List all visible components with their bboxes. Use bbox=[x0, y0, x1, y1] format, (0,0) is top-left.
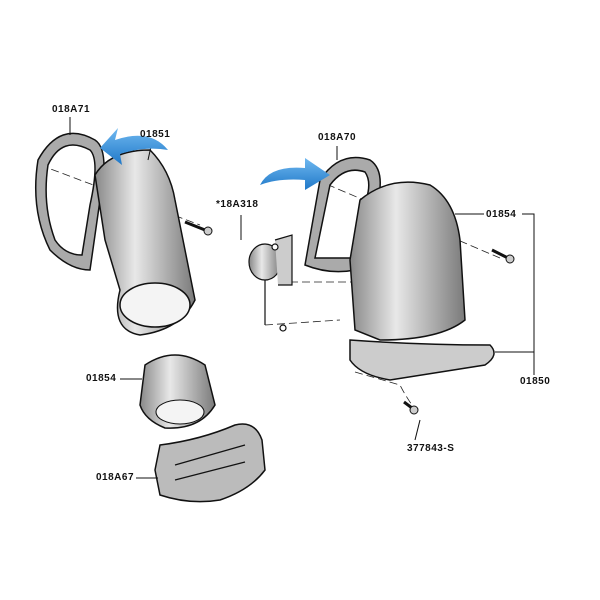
label-018a71: 018A71 bbox=[52, 104, 91, 115]
label-01851: 01851 bbox=[140, 129, 171, 140]
screw-377843s bbox=[403, 400, 419, 415]
right-base-plate bbox=[349, 339, 495, 381]
arrow-left-icon bbox=[100, 128, 168, 165]
bracket bbox=[154, 423, 266, 503]
label-01854-right: 01854 bbox=[486, 209, 517, 220]
label-18a318: *18A318 bbox=[216, 199, 259, 210]
vacuum-motor bbox=[248, 234, 293, 332]
label-377843-s: 377843-S bbox=[407, 443, 455, 454]
arrow-right-icon bbox=[260, 158, 330, 190]
label-01854-left: 01854 bbox=[86, 373, 117, 384]
screw-right bbox=[491, 248, 515, 264]
screw-left bbox=[184, 220, 213, 236]
leader-lines bbox=[69, 117, 535, 479]
label-018a70: 018A70 bbox=[318, 132, 357, 143]
label-01850: 01850 bbox=[520, 376, 551, 387]
right-housing bbox=[349, 181, 466, 341]
label-018a67: 018A67 bbox=[96, 472, 135, 483]
left-gasket bbox=[34, 132, 105, 271]
